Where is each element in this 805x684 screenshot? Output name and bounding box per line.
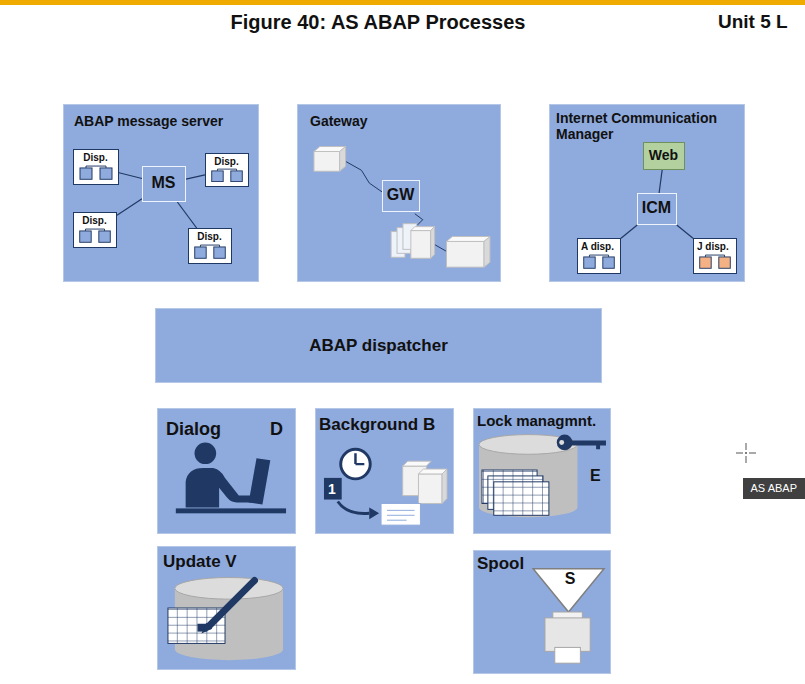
dispatcher-box: A disp.: [577, 238, 621, 274]
connector-line: [659, 170, 662, 193]
dispatcher-box: J disp.: [693, 238, 737, 274]
box-label: Lock managmnt.: [477, 412, 596, 429]
box-label: ABAP message server: [74, 113, 223, 129]
box-label: ICM: [642, 199, 671, 217]
box-label: ABAP dispatcher: [309, 336, 448, 356]
process-box: SpoolS: [473, 550, 611, 674]
dispatcher-box: Disp.: [188, 228, 232, 264]
server-box: GW: [382, 180, 420, 212]
connector-line: [621, 225, 637, 238]
callout-number: 1: [328, 481, 336, 497]
cursor-crosshair: [735, 442, 757, 464]
box-label: Gateway: [310, 113, 368, 129]
process-group: ABAP message server Disp. Disp.MS Disp. …: [63, 104, 259, 282]
dispatcher-box: Disp.: [73, 212, 117, 248]
figure-title: Figure 40: AS ABAP Processes: [231, 11, 526, 34]
dispatcher-box: Disp.: [205, 153, 249, 187]
process-group: Internet Communication ManagerWebICM A d…: [549, 104, 745, 282]
process-group: GatewayGW: [297, 104, 501, 282]
connector-line: [117, 199, 142, 216]
box-label: Spool: [477, 554, 524, 574]
box-label: J disp.: [697, 241, 729, 253]
box-label: Dialog: [166, 419, 221, 440]
connector-line: [677, 225, 693, 238]
box-label: Web: [649, 147, 678, 163]
box-label: Disp.: [197, 231, 221, 243]
server-box: ICM: [637, 193, 677, 225]
header-bar: [0, 0, 805, 8]
process-box: Update V: [157, 546, 296, 670]
process-letter: E: [590, 467, 601, 485]
web-box: Web: [643, 142, 685, 170]
box-label: Internet Communication Manager: [556, 110, 742, 142]
box-label: Disp.: [82, 215, 106, 227]
process-box: Lock managmnt. E: [473, 408, 611, 534]
process-box: Dialog D: [157, 408, 296, 534]
dispatcher-box: Disp.: [73, 149, 119, 185]
box-label: Disp.: [214, 156, 238, 168]
connector-line: [119, 173, 142, 179]
box-label: A disp.: [581, 241, 614, 253]
unit-header: Unit 5 L: [718, 11, 788, 33]
process-letter: D: [270, 419, 283, 440]
connector-line: [177, 202, 196, 228]
box-label: MS: [152, 174, 176, 192]
box-label: Disp.: [83, 152, 107, 164]
connector-line: [186, 175, 205, 179]
box-label: GW: [387, 186, 415, 204]
dispatcher-band: ABAP dispatcher: [155, 308, 602, 383]
process-box: Background B: [315, 408, 454, 534]
box-label: Background B: [319, 415, 435, 435]
process-letter: S: [565, 570, 576, 588]
box-label: Update V: [163, 552, 237, 572]
tooltip: AS ABAP: [743, 478, 805, 499]
server-box: MS: [142, 166, 186, 202]
